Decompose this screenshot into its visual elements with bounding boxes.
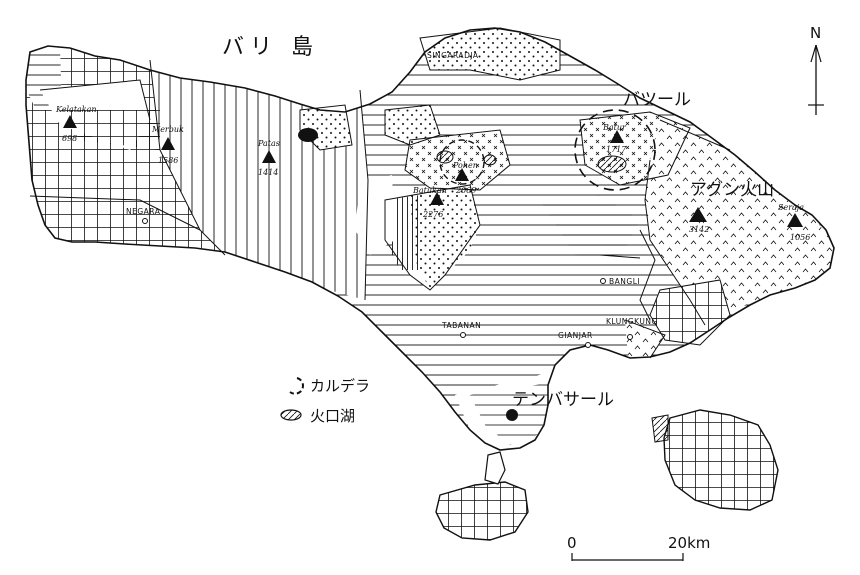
town-dot [460, 332, 466, 338]
volcano-elev-patas: 1414 [258, 168, 278, 177]
volcano-name-seraja: Seraja [778, 203, 804, 212]
volcano-name-merbuk: Merbuk [151, 125, 184, 134]
volcano-name-batur: Batur [602, 123, 627, 132]
pohen-x-zone [405, 130, 510, 190]
volcano-icon [262, 150, 276, 163]
town-dot [585, 342, 591, 348]
legend-crater-lake-label: 火口湖 [310, 407, 355, 425]
town-negara: NEGARA [126, 207, 161, 216]
volcano-elev-agung: 3142 [689, 225, 709, 234]
klungkung-grid-zone [650, 280, 730, 345]
north-arrow-head-icon [810, 44, 822, 63]
crater-lake-1 [436, 150, 454, 164]
agung-caret-zone [645, 120, 834, 325]
batukan-dotted-zone [410, 185, 480, 290]
scale-end-label: 20km [668, 534, 710, 552]
volcano-name-pohen: Pohen [452, 161, 478, 170]
volcano-elev-pohen: 2069 [455, 186, 476, 195]
volcano-icon [455, 168, 469, 181]
crater-lake-legend-icon [280, 409, 302, 421]
crater-lake-2 [483, 154, 497, 166]
volcano-elev-batukan: 2276 [422, 210, 443, 219]
scale-start-label: 0 [567, 534, 577, 552]
town-dot [627, 334, 633, 340]
volcano-icon [787, 213, 803, 227]
volcano-icon [161, 137, 175, 150]
nusa-lembongan-islet [651, 414, 669, 443]
town-bangli: BANGLI [609, 277, 640, 286]
north-arrow: N [808, 24, 824, 115]
volcano-icon [610, 130, 624, 143]
batur-caldera [574, 109, 656, 191]
volcano-elev-seraja: 1056 [790, 233, 810, 242]
town-singaradja: SINGARADJA [427, 51, 479, 60]
label-batur: バツール [623, 90, 691, 110]
grid-overlay-west [60, 110, 160, 150]
town-dot [142, 218, 148, 224]
town-tabanan: TABANAN [441, 321, 481, 330]
town-klungkung: KLUNGKUNG [606, 317, 658, 326]
batur-crater-lake [597, 155, 627, 173]
label-agung: アグン火山 [690, 180, 774, 200]
caldera-legend-icon [289, 377, 304, 395]
volcano-icon [63, 115, 77, 128]
volcano-elev-batur: 1717 [606, 145, 627, 154]
peninsula-isthmus [484, 451, 506, 485]
dark-lava-spot [298, 128, 318, 142]
volcano-name-patas: Patas [257, 139, 280, 148]
north-dotted-zone [385, 105, 440, 145]
volcano-name-batukan: Batukan [412, 186, 447, 195]
volcano-elev-kelatakan: 698 [62, 134, 77, 143]
volcano-icon [689, 207, 707, 222]
label-denpasar: テンバサール [512, 390, 614, 410]
town-gianjar: GIANJAR [558, 331, 593, 340]
legend-caldera-label: カルデラ [310, 377, 370, 395]
scale-bar: 0 20km [567, 534, 710, 561]
town-dot [600, 278, 606, 284]
town-markers [142, 218, 633, 348]
legend: カルデラ 火口湖 [280, 377, 370, 425]
volcano-markers [63, 115, 803, 227]
volcano-elev-merbuk: 1586 [158, 156, 178, 165]
east-caret-strip [625, 320, 665, 358]
map-title: バリ 島 [222, 35, 319, 60]
denpasar-marker [506, 409, 518, 421]
volcano-name-kelatakan: Kelatakan [55, 105, 97, 114]
geologic-boundaries [29, 27, 731, 359]
bukit-peninsula [435, 481, 529, 541]
north-label: N [810, 24, 821, 42]
singaradja-dotted-zone [420, 28, 560, 80]
nusa-penida-island [663, 409, 779, 511]
volcano-icon [430, 192, 444, 205]
